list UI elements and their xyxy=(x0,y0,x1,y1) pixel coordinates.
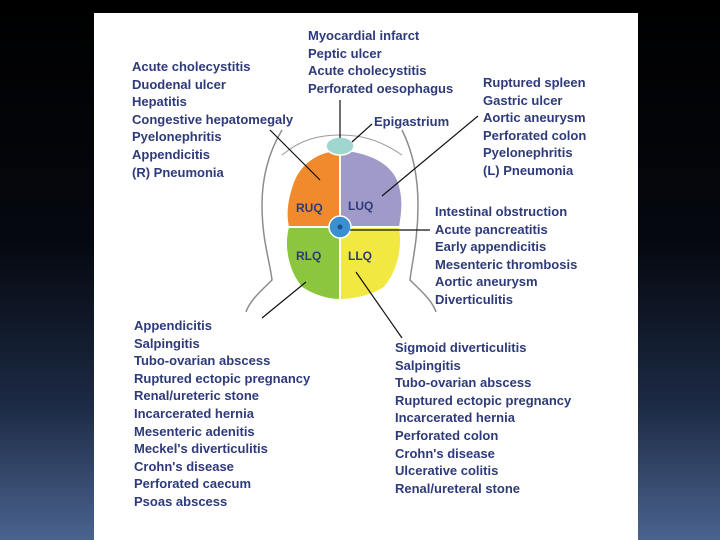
cause-item: Pyelonephritis xyxy=(132,129,222,145)
cause-item: Hepatitis xyxy=(132,94,187,110)
cause-item: Mesenteric adenitis xyxy=(134,423,255,439)
quadrant-llq xyxy=(339,226,402,302)
cause-item: Salpingitis xyxy=(134,335,200,351)
cause-item: Salpingitis xyxy=(395,357,461,373)
cause-item: Peptic ulcer xyxy=(308,45,382,61)
cause-item: Early appendicitis xyxy=(435,239,547,255)
cause-item: Appendicitis xyxy=(132,146,211,162)
ruq-label: RUQ xyxy=(296,201,323,215)
cause-item: Renal/ureteral stone xyxy=(395,480,520,496)
cause-item: Appendicitis xyxy=(134,318,213,333)
rlq-label: RLQ xyxy=(296,249,321,263)
cause-item: Ruptured spleen xyxy=(483,75,586,90)
cause-item: Crohn's disease xyxy=(395,445,495,461)
quadrant-rlq xyxy=(284,226,341,302)
cause-item: Aortic aneurysm xyxy=(483,110,586,126)
cause-item: Psoas abscess xyxy=(134,493,228,509)
cause-item: Congestive hepatomegaly xyxy=(132,111,294,127)
leader-line-ruq xyxy=(269,129,321,181)
cause-item: Meckel's diverticulitis xyxy=(134,441,268,457)
cause-item: Tubo-ovarian abscess xyxy=(395,375,532,391)
luq-label: LUQ xyxy=(348,199,373,213)
cause-item: Sigmoid diverticulitis xyxy=(395,340,527,355)
cause-item: Tubo-ovarian abscess xyxy=(134,353,271,369)
quadrant-ruq xyxy=(285,148,341,228)
leader-line-epigastrium xyxy=(351,123,373,143)
cause-item: Diverticulitis xyxy=(435,291,514,307)
cause-item: Incarcerated hernia xyxy=(134,405,254,421)
cause-item: Acute cholecystitis xyxy=(308,63,427,79)
leader-line-llq xyxy=(355,271,403,339)
cause-item: Intestinal obstruction xyxy=(435,204,568,219)
cause-item: Acute cholecystitis xyxy=(132,59,251,74)
cause-item: Perforated caecum xyxy=(134,476,252,492)
cause-item: Crohn's disease xyxy=(134,458,234,474)
quadrant-luq xyxy=(339,148,404,228)
cause-item: (L) Pneumonia xyxy=(483,162,574,178)
cause-item: Ruptured ectopic pregnancy xyxy=(134,370,311,386)
cause-item: Myocardial infarct xyxy=(308,28,420,43)
cause-item: Perforated colon xyxy=(395,427,499,443)
cause-item: Acute pancreatitis xyxy=(435,221,548,237)
leader-line-luq xyxy=(381,115,479,197)
cause-item: Mesenteric thrombosis xyxy=(435,256,578,272)
cause-item: Incarcerated hernia xyxy=(395,410,515,426)
leader-line-rlq xyxy=(261,281,307,319)
umbilicus-dot xyxy=(337,224,343,230)
cause-item: (R) Pneumonia xyxy=(132,164,224,180)
cause-item: Ruptured ectopic pregnancy xyxy=(395,392,572,408)
cause-item: Renal/ureteric stone xyxy=(134,388,259,404)
llq-label: LLQ xyxy=(348,249,372,263)
cause-item: Gastric ulcer xyxy=(483,92,563,108)
cause-item: Pyelonephritis xyxy=(483,145,573,161)
torso-outline xyxy=(245,129,283,313)
cause-item: Ulcerative colitis xyxy=(395,463,499,479)
epigastrium-label: Epigastrium xyxy=(374,114,450,129)
cause-item: Perforated oesophagus xyxy=(308,80,454,96)
epigastrium-region xyxy=(325,136,355,156)
cause-item: Duodenal ulcer xyxy=(132,76,226,92)
torso-outline xyxy=(401,129,437,313)
cause-item: Aortic aneurysm xyxy=(435,274,538,290)
cause-item: Perforated colon xyxy=(483,127,587,143)
